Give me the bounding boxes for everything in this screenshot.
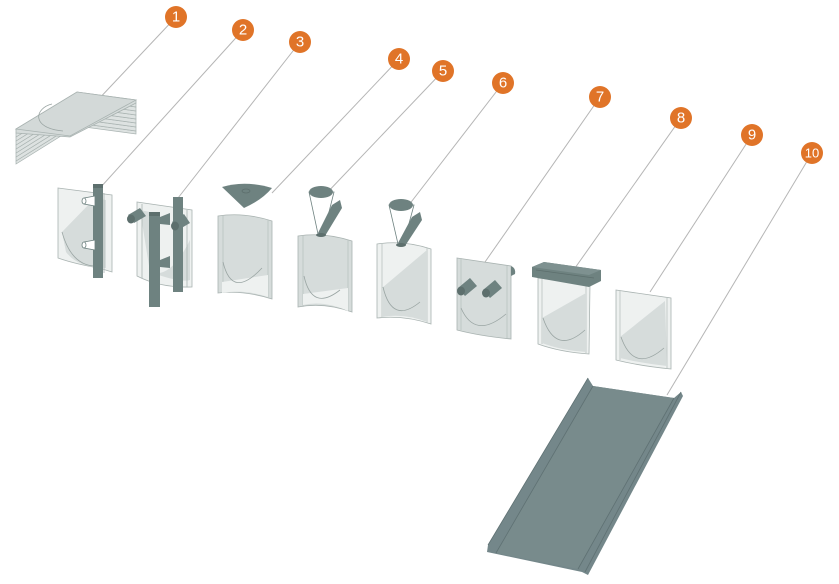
filling-funnel-partial-icon (376, 199, 432, 325)
discharge-chute-icon (487, 377, 683, 575)
bag-closing-rollers-icon (456, 257, 516, 340)
leader-line-7 (484, 96, 601, 263)
step-number-5: 5 (439, 63, 447, 80)
filling-funnel-icon (297, 186, 353, 313)
step-number-3: 3 (296, 34, 304, 51)
step-number-1: 1 (172, 9, 180, 26)
leader-lines (94, 16, 813, 396)
step-number-7: 7 (596, 89, 604, 106)
leader-line-3 (177, 41, 301, 199)
step-badge-6: 6 (492, 72, 514, 94)
step-badge-4: 4 (388, 48, 410, 70)
bag-opening-suction-icon (57, 184, 113, 278)
heat-sealing-bar-icon (532, 262, 601, 355)
sealed-bag-icon (615, 289, 672, 370)
leader-line-9 (649, 134, 753, 293)
leader-line-10 (666, 152, 813, 396)
step-number-6: 6 (499, 75, 507, 92)
leader-line-2 (99, 29, 244, 189)
step-badge-1: 1 (165, 6, 187, 28)
step-badge-5: 5 (432, 60, 454, 82)
step-badge-9: 9 (741, 124, 763, 146)
step-badge-7: 7 (589, 86, 611, 108)
leader-line-6 (404, 82, 504, 211)
leader-line-4 (271, 58, 400, 194)
step-number-2: 2 (239, 22, 247, 39)
step-number-8: 8 (677, 110, 685, 127)
step-badge-8: 8 (670, 107, 692, 129)
step-number-4: 4 (395, 51, 403, 68)
bag-stack-icon (14, 91, 138, 165)
step-number-9: 9 (748, 127, 756, 144)
funnel-lid-icon (217, 183, 273, 300)
step-badge-2: 2 (232, 19, 254, 41)
step-badges: 1 2 3 4 5 6 7 8 9 10 (165, 6, 823, 164)
step-number-10: 10 (805, 146, 819, 161)
step-badge-3: 3 (289, 31, 311, 53)
bag-gripping-icon (127, 197, 193, 307)
leader-line-1 (94, 16, 177, 104)
step-badge-10: 10 (801, 142, 823, 164)
leader-line-5 (322, 70, 444, 198)
leader-line-8 (574, 117, 682, 269)
